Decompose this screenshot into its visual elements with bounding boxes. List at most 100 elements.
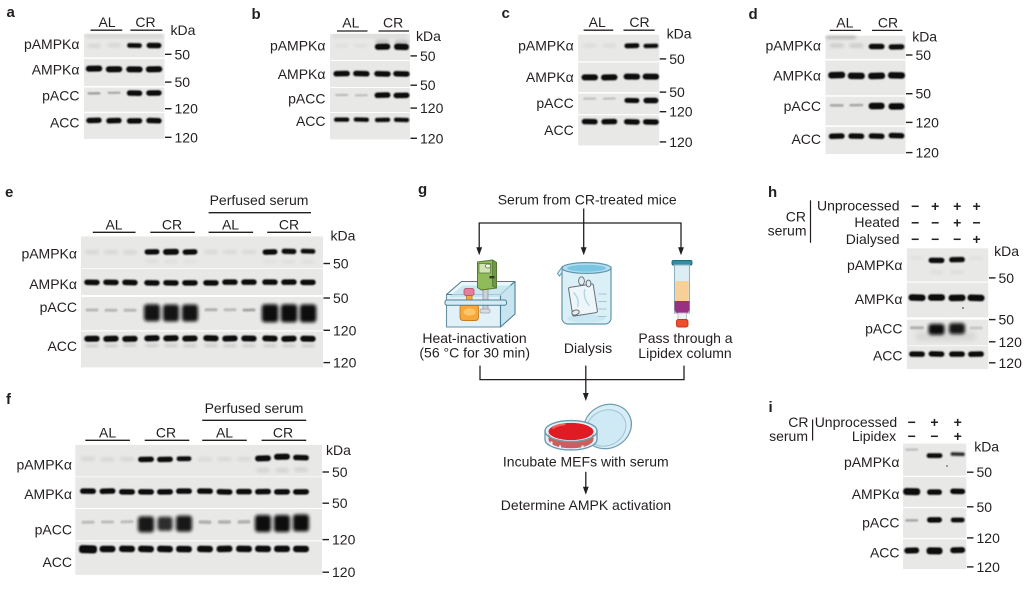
svg-text:pAMPKα: pAMPKα <box>844 454 900 470</box>
svg-text:serum: serum <box>768 223 807 239</box>
svg-text:120: 120 <box>916 114 940 130</box>
svg-text:pACC: pACC <box>536 95 573 111</box>
svg-text:pAMPKα: pAMPKα <box>270 38 326 54</box>
svg-text:CR: CR <box>383 15 403 31</box>
svg-text:50: 50 <box>175 46 191 62</box>
svg-text:Dialysed: Dialysed <box>846 231 900 247</box>
svg-text:AMPKα: AMPKα <box>773 68 821 84</box>
svg-text:50: 50 <box>420 77 436 93</box>
svg-text:pAMPKα: pAMPKα <box>16 457 72 473</box>
svg-text:120: 120 <box>175 101 199 117</box>
svg-text:AL: AL <box>216 425 233 441</box>
svg-text:+: + <box>953 198 961 214</box>
svg-text:Unprocessed: Unprocessed <box>815 414 898 430</box>
svg-text:pAMPKα: pAMPKα <box>21 245 77 261</box>
svg-text:−: − <box>973 214 981 230</box>
svg-text:120: 120 <box>175 129 199 145</box>
svg-text:pACC: pACC <box>288 90 325 106</box>
svg-text:b: b <box>252 6 261 23</box>
svg-text:120: 120 <box>916 145 940 161</box>
svg-text:50: 50 <box>977 499 993 515</box>
svg-text:kDa: kDa <box>912 29 937 45</box>
svg-text:50: 50 <box>669 84 685 100</box>
svg-text:50: 50 <box>332 464 348 480</box>
svg-text:Heated: Heated <box>854 214 899 230</box>
svg-text:serum: serum <box>769 428 808 444</box>
svg-text:kDa: kDa <box>416 28 441 44</box>
svg-text:pACC: pACC <box>865 321 902 337</box>
svg-text:120: 120 <box>332 564 356 580</box>
svg-text:50: 50 <box>977 464 993 480</box>
svg-text:50: 50 <box>333 290 349 306</box>
svg-text:ACC: ACC <box>47 338 77 354</box>
svg-text:120: 120 <box>669 104 693 120</box>
svg-text:50: 50 <box>916 47 932 63</box>
svg-text:Perfused serum: Perfused serum <box>205 400 304 416</box>
svg-text:+: + <box>931 198 939 214</box>
svg-text:CR: CR <box>629 14 649 30</box>
svg-text:−: − <box>911 214 919 230</box>
svg-text:AMPKα: AMPKα <box>855 291 903 307</box>
svg-text:Pass through a: Pass through a <box>638 330 732 346</box>
svg-text:pACC: pACC <box>42 87 79 103</box>
svg-text:120: 120 <box>977 530 1001 546</box>
svg-text:AMPKα: AMPKα <box>29 276 77 292</box>
svg-text:pACC: pACC <box>35 521 72 537</box>
svg-text:pACC: pACC <box>784 98 821 114</box>
svg-text:120: 120 <box>333 322 357 338</box>
svg-text:ACC: ACC <box>873 347 903 363</box>
svg-text:pAMPKα: pAMPKα <box>518 38 574 54</box>
svg-text:120: 120 <box>420 100 444 116</box>
svg-text:−: − <box>931 214 939 230</box>
svg-text:kDa: kDa <box>326 442 351 458</box>
svg-text:kDa: kDa <box>171 22 196 38</box>
svg-text:+: + <box>953 214 961 230</box>
svg-text:AMPKα: AMPKα <box>24 486 72 502</box>
svg-text:AMPKα: AMPKα <box>278 66 326 82</box>
svg-text:50: 50 <box>332 495 348 511</box>
svg-text:i: i <box>769 399 773 416</box>
svg-text:Heat-inactivation: Heat-inactivation <box>422 330 526 346</box>
svg-text:+: + <box>973 198 981 214</box>
svg-text:AL: AL <box>99 425 116 441</box>
svg-text:50: 50 <box>333 256 349 272</box>
svg-text:CR: CR <box>788 414 808 430</box>
svg-text:+: + <box>954 414 962 430</box>
svg-text:ACC: ACC <box>791 131 821 147</box>
svg-text:AMPKα: AMPKα <box>852 486 900 502</box>
svg-text:CR: CR <box>786 209 806 225</box>
svg-text:AL: AL <box>836 15 853 31</box>
svg-text:120: 120 <box>333 355 357 371</box>
svg-text:AL: AL <box>105 217 122 233</box>
svg-text:Lipidex column: Lipidex column <box>638 345 731 361</box>
svg-text:CR: CR <box>878 15 898 31</box>
svg-text:Serum from CR-treated mice: Serum from CR-treated mice <box>498 192 677 208</box>
svg-text:Dialysis: Dialysis <box>564 340 612 356</box>
svg-text:pAMPKα: pAMPKα <box>24 36 80 52</box>
svg-text:Perfused serum: Perfused serum <box>210 192 309 208</box>
svg-text:−: − <box>911 231 919 247</box>
svg-text:kDa: kDa <box>331 228 356 244</box>
svg-text:AL: AL <box>98 14 115 30</box>
svg-text:pAMPKα: pAMPKα <box>847 257 903 273</box>
svg-text:ACC: ACC <box>544 122 574 138</box>
svg-text:+: + <box>973 231 981 247</box>
svg-text:pACC: pACC <box>40 299 77 315</box>
svg-text:50: 50 <box>175 74 191 90</box>
svg-text:Incubate MEFs with serum: Incubate MEFs with serum <box>503 454 669 470</box>
svg-text:120: 120 <box>420 130 444 146</box>
svg-text:(56 °C for 30 min): (56 °C for 30 min) <box>419 345 530 361</box>
svg-text:AMPKα: AMPKα <box>526 69 574 85</box>
svg-text:d: d <box>749 6 758 23</box>
svg-text:h: h <box>768 184 777 201</box>
svg-text:+: + <box>954 428 962 444</box>
svg-text:kDa: kDa <box>974 438 999 454</box>
svg-text:CR: CR <box>162 217 182 233</box>
svg-text:120: 120 <box>999 355 1023 371</box>
svg-text:50: 50 <box>999 270 1015 286</box>
svg-text:g: g <box>418 181 427 198</box>
svg-text:120: 120 <box>669 134 693 150</box>
svg-text:ACC: ACC <box>42 554 72 570</box>
svg-text:CR: CR <box>279 217 299 233</box>
svg-text:50: 50 <box>999 312 1015 328</box>
